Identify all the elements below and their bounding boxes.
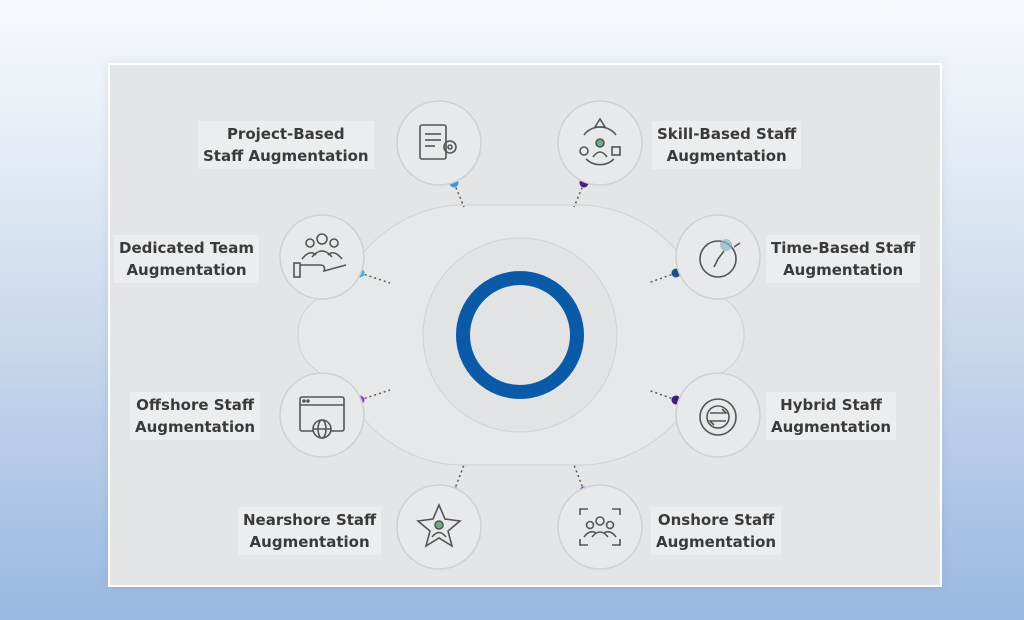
node-dedicated-team — [279, 214, 365, 300]
diagram-canvas — [279, 100, 761, 570]
label-line: Augmentation — [656, 533, 777, 551]
team-hand-icon — [293, 233, 347, 278]
label-offshore: Offshore Staff Augmentation — [130, 392, 261, 440]
diagram-card: Project-Based Staff Augmentation Skill-B… — [108, 63, 942, 587]
node-nearshore — [396, 484, 482, 570]
node-hybrid — [675, 372, 761, 458]
stopwatch-icon — [699, 239, 741, 278]
label-skill-based: Skill-Based Staff Augmentation — [652, 121, 802, 169]
person-network-icon — [579, 117, 621, 166]
label-line: Augmentation — [771, 418, 892, 436]
connector-line-offshore — [359, 389, 391, 401]
label-line: Augmentation — [135, 418, 256, 436]
label-dedicated-team: Dedicated Team Augmentation — [114, 235, 259, 283]
label-line: Dedicated Team — [119, 239, 254, 257]
label-line: Skill-Based Staff — [657, 125, 797, 143]
label-line: Hybrid Staff — [780, 396, 882, 414]
gear-arrows-icon — [699, 398, 737, 436]
node-skill-based — [557, 100, 643, 186]
connector-line-dedicated-team — [359, 272, 391, 284]
group-frame-icon — [579, 508, 621, 546]
node-offshore — [279, 372, 365, 458]
node-onshore — [557, 484, 643, 570]
label-line: Augmentation — [249, 533, 370, 551]
document-gear-icon — [419, 124, 457, 160]
label-line: Augmentation — [126, 261, 247, 279]
label-line: Onshore Staff — [657, 511, 775, 529]
label-time-based: Time-Based Staff Augmentation — [766, 235, 921, 283]
label-onshore: Onshore Staff Augmentation — [651, 507, 782, 555]
node-time-based — [675, 214, 761, 300]
center-ring — [456, 271, 584, 399]
label-line: Augmentation — [666, 147, 787, 165]
connector-line-skill-based — [573, 182, 585, 208]
label-nearshore: Nearshore Staff Augmentation — [238, 507, 382, 555]
label-hybrid: Hybrid Staff Augmentation — [766, 392, 897, 440]
label-project-based: Project-Based Staff Augmentation — [198, 121, 374, 169]
label-line: Offshore Staff — [136, 396, 254, 414]
star-person-icon — [416, 502, 462, 548]
label-line: Time-Based Staff — [771, 239, 916, 257]
globe-browser-icon — [299, 396, 345, 439]
connector-line-project-based — [453, 182, 465, 208]
label-line: Augmentation — [783, 261, 904, 279]
label-line: Project-Based — [226, 125, 345, 143]
inner-circle — [422, 237, 618, 433]
node-project-based — [396, 100, 482, 186]
label-line: Staff Augmentation — [203, 147, 369, 165]
label-line: Nearshore Staff — [243, 511, 377, 529]
